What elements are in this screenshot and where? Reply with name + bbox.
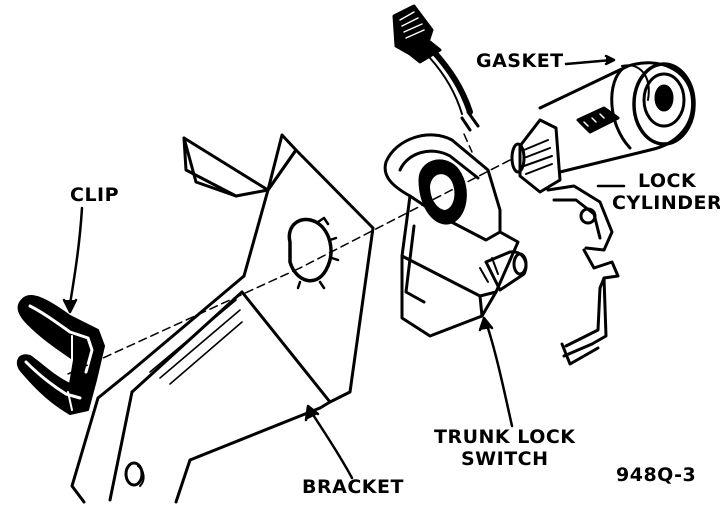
lock-cylinder [510, 61, 696, 366]
lock-cylinder-label: LOCK CYLINDER [612, 170, 720, 214]
trunk-lock-switch-label: TRUNK LOCK SWITCH [434, 426, 576, 470]
wire-connector [392, 4, 480, 132]
trunk-lock-switch-label-line1: TRUNK LOCK [434, 426, 576, 448]
clip [16, 295, 105, 415]
trunk-lock-switch-label-line2: SWITCH [460, 448, 549, 470]
gasket-label: GASKET [476, 50, 564, 72]
trunk-lock-switch [383, 133, 528, 338]
leader-lines [62, 54, 626, 480]
figure-id: 948Q-3 [616, 464, 697, 486]
lock-cylinder-label-line1: LOCK [637, 170, 697, 192]
clip-label: CLIP [70, 184, 120, 206]
lock-cylinder-label-line2: CYLINDER [612, 192, 720, 214]
bracket [70, 133, 375, 504]
alignment-lines [67, 133, 511, 375]
bracket-label: BRACKET [302, 476, 404, 498]
